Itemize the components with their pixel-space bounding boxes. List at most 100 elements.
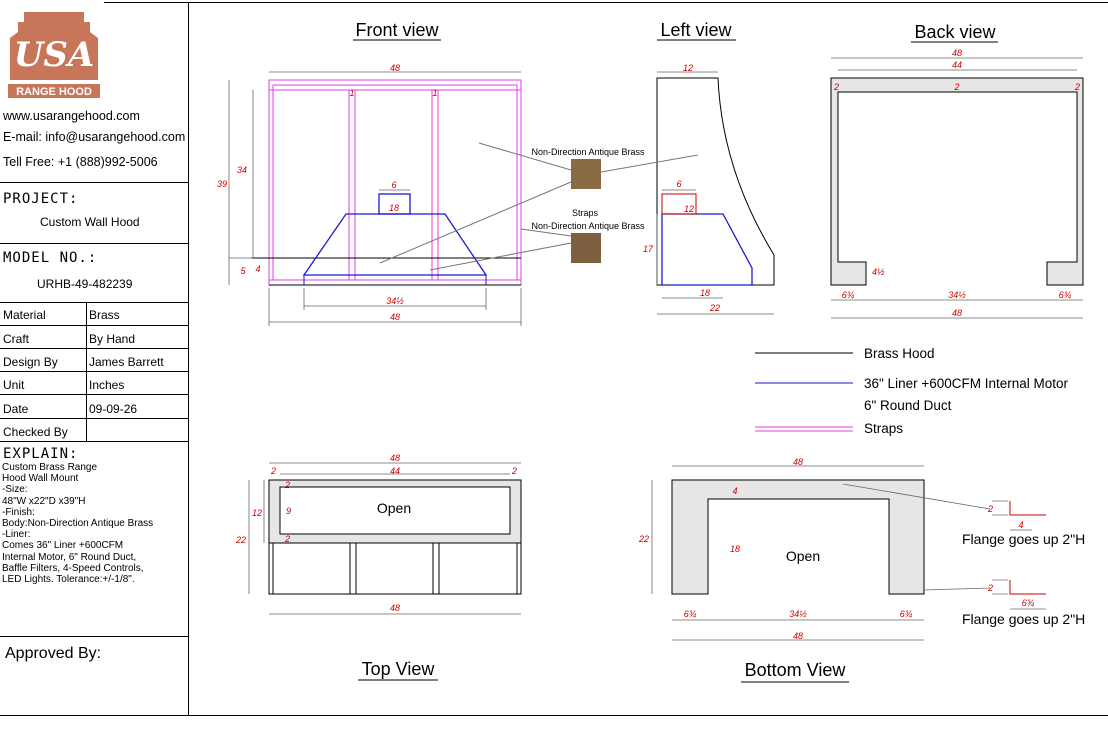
drawing-stroke [268, 542, 522, 595]
dim-flange-lower-height: 2 [987, 583, 993, 593]
dim-bottom-leg-left: 6¾ [684, 609, 697, 619]
dim-back-side-left: 2 [833, 82, 839, 92]
spec-label-unit: Unit [3, 378, 25, 392]
drawing-stroke [600, 154, 699, 173]
dim-top-inner: 44 [390, 466, 400, 476]
dim-bottom-leg-right: 6¾ [900, 609, 913, 619]
frame-top-line [104, 2, 1108, 3]
dim-flange-upper-height: 2 [987, 504, 993, 514]
divider [0, 182, 189, 183]
legend-brass-hood: Brass Hood [864, 346, 935, 361]
divider [0, 325, 189, 326]
dim-front-strap-left: 1 [349, 88, 354, 98]
drawing-stroke [429, 242, 572, 271]
drawing-stroke [831, 57, 1083, 319]
legend-liner-line-1: 36" Liner +600CFM Internal Motor [864, 376, 1069, 391]
dim-bottom-total: 48 [793, 631, 803, 641]
divider [0, 302, 189, 303]
drawing-stroke [830, 77, 1084, 286]
bottom-view [671, 479, 925, 595]
explain-line: Baffle Filters, 4-Speed Controls, [2, 562, 144, 574]
dim-front-total-height: 39 [217, 179, 227, 189]
flange-detail-upper: 2 4 Flange goes up 2"H [962, 500, 1085, 547]
drawing-stroke [1009, 501, 1046, 516]
flange-detail-lower: 2 6¾ Flange goes up 2"H [962, 579, 1085, 627]
logo-mark-text: USA [14, 35, 95, 75]
brass-swatch [571, 159, 601, 189]
left-view [656, 77, 775, 286]
divider [0, 394, 189, 395]
dim-front-duct-width: 6 [391, 180, 396, 190]
explain-line: -Size: [2, 484, 28, 496]
dim-top-depth-total: 22 [235, 535, 246, 545]
dim-left-liner-depth: 18 [700, 288, 710, 298]
dim-top-side-left: 2 [270, 466, 276, 476]
explain-line: Custom Brass Range [2, 462, 98, 473]
legend-straps: Straps [864, 421, 903, 436]
model-value: URHB-49-482239 [37, 277, 133, 291]
dim-flange-lower-width: 6¾ [1022, 598, 1035, 608]
top-view-title: Top View [362, 659, 436, 679]
dim-back-leg-right: 6¾ [1059, 290, 1072, 300]
spec-column-divider [86, 302, 87, 441]
explain-line: -Finish: [2, 506, 35, 518]
approved-by-label: Approved By: [5, 645, 102, 662]
drawing-stroke: 48 1 1 39 34 6 18 5 4 34½ 48 [217, 63, 438, 322]
dim-back-opening: 34½ [948, 290, 966, 300]
drawing-stroke [379, 181, 572, 264]
dim-back-side-right: 2 [1074, 82, 1080, 92]
drawing-stroke: 48 22 4 18 6¾ 34½ 6¾ 48 [638, 457, 913, 641]
dim-left-top-depth: 12 [683, 63, 693, 73]
flange-lower-label: Flange goes up 2"H [962, 611, 1085, 627]
front-view [251, 79, 522, 286]
dim-flange-upper-width: 4 [1018, 520, 1023, 530]
legend-liner-line-2: 6" Round Duct [864, 398, 952, 413]
dim-front-liner-width: 34½ [386, 296, 404, 306]
divider [0, 636, 189, 637]
explain-line: Comes 36" Liner +600CFM [2, 540, 124, 552]
finish-callouts: Non-Direction Antique Brass Straps Non-D… [379, 142, 699, 271]
dim-front-bottom-width: 48 [390, 312, 400, 322]
dim-front-strap-right: 1 [432, 88, 437, 98]
explain-line: Internal Motor, 6" Round Duct, [2, 551, 137, 563]
explain-line: LED Lights. Tolerance:+/-1/8". [2, 574, 135, 586]
project-label: PROJECT: [3, 191, 79, 207]
finish-straps-label: Non-Direction Antique Brass [531, 221, 645, 231]
dim-back-leg-left: 6¾ [842, 290, 855, 300]
explain-line: 48"W x22"D x39"H [2, 495, 86, 507]
company-email[interactable]: E-mail: info@usarangehood.com [3, 130, 186, 144]
drawing-stroke: 12 6 12 17 18 22 [643, 63, 720, 313]
drawing-stroke [661, 213, 753, 286]
back-view [830, 77, 1084, 286]
dim-top-depth-body: 12 [252, 508, 262, 518]
drawing-stroke [279, 486, 511, 535]
dim-bottom-front: 4 [732, 486, 737, 496]
dim-top-rim-upper: 2 [284, 480, 290, 490]
dim-front-band-1: 5 [240, 266, 246, 276]
spec-value-unit: Inches [89, 378, 125, 392]
explain-line: Hood Wall Mount [2, 473, 79, 485]
dim-front-body-height: 34 [237, 165, 247, 175]
left-view-title: Left view [660, 20, 732, 40]
dim-top-inner-depth: 9 [286, 506, 291, 516]
drawing-stroke [656, 71, 774, 315]
company-website[interactable]: www.usarangehood.com [3, 109, 140, 123]
explain-line: -Liner: [2, 529, 31, 541]
dim-left-liner-height: 17 [643, 244, 654, 254]
divider [0, 441, 189, 442]
dim-back-bottom-width: 48 [952, 308, 962, 318]
logo-subtitle: RANGE HOOD [16, 86, 92, 98]
bottom-view-open-label: Open [786, 548, 820, 564]
dim-left-duct-height: 12 [684, 204, 694, 214]
top-view [268, 479, 522, 595]
drawing-stroke [478, 142, 572, 171]
drawing-stroke [1009, 580, 1046, 595]
dim-top-bottom-width: 48 [390, 603, 400, 613]
dim-top-width: 48 [390, 453, 400, 463]
bottom-view-title: Bottom View [745, 660, 847, 680]
dim-back-leg-height: 4½ [872, 267, 885, 277]
dim-bottom-depth: 22 [638, 534, 649, 544]
drawing-stroke [248, 462, 521, 615]
drawing-stroke: 48 44 2 2 12 22 9 2 2 48 [235, 453, 517, 613]
finish-body-label: Non-Direction Antique Brass [531, 147, 645, 157]
